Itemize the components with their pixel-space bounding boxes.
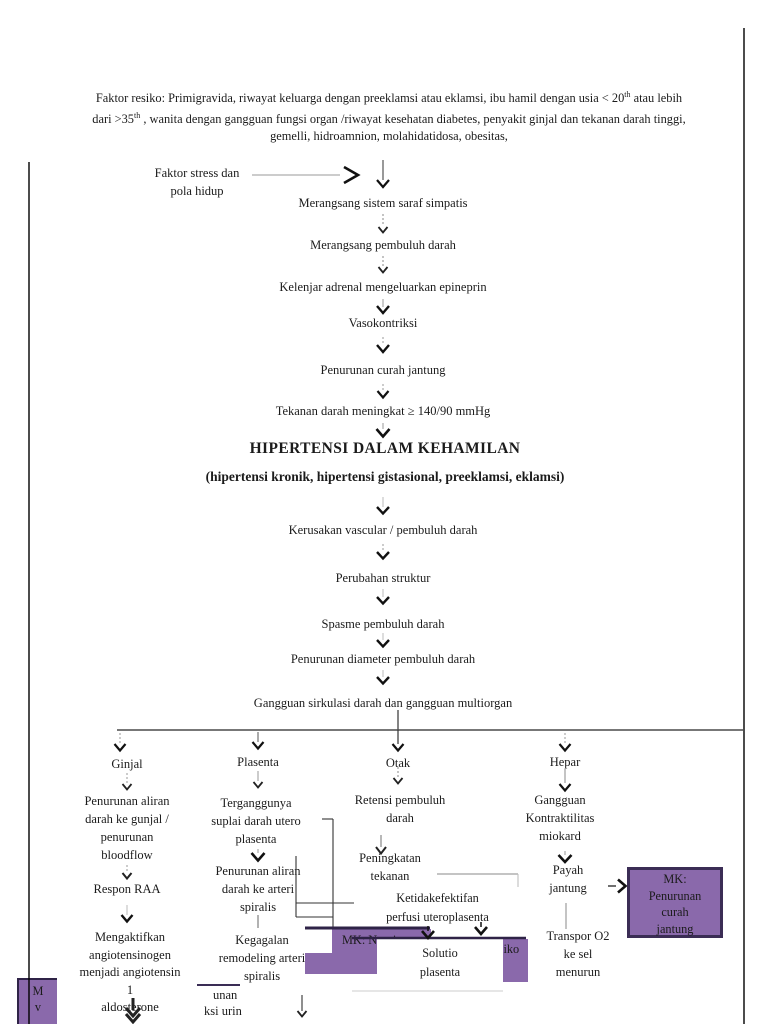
flow-step-merangsang-pembuluh: Merangsang pembuluh darah — [310, 238, 456, 252]
flow-step-tekanan-darah: Tekanan darah meningkat ≥ 140/90 mmHg — [275, 404, 491, 418]
right-arrow-to-mk-box-icon — [617, 878, 628, 894]
text-fragment-ksi-urin: ksi urin — [204, 1004, 242, 1018]
ginjal-node-penurunan-aliran: Penurunan aliran darah ke gunjal / penur… — [84, 794, 170, 862]
superscript-th-1: th — [624, 90, 631, 99]
risk-paragraph-part1: Faktor resiko: Primigravida, riwayat kel… — [95, 91, 625, 106]
ginjal-node-mengaktifkan: Mengaktifkan angiotensinogen menjadi ang… — [79, 930, 181, 1015]
plasenta-node-kegagalan: Kegagalan remodeling arteri spiralis — [218, 933, 306, 983]
flow-step-penurunan-diameter: Penurunan diameter pembuluh darah — [290, 652, 476, 666]
hepar-node-transpor-o2: Transpor O2 ke sel menurun — [546, 929, 610, 979]
clipped-purple-box: M v — [17, 978, 57, 1024]
solutio-plasenta-box-label: Solutio plasenta — [419, 946, 461, 979]
text-fragment-unan: unan — [213, 988, 238, 1002]
faktor-stress-node: Faktor stress dan pola hidup — [154, 166, 240, 198]
ketidakefektifan-box-label: Ketidakefektifan perfusi uteroplasenta — [386, 891, 489, 924]
down-arrow-icon — [376, 179, 390, 189]
otak-node-retensi: Retensi pembuluh darah — [354, 793, 446, 825]
flow-step-perubahan-struktur: Perubahan struktur — [335, 571, 431, 585]
hepar-node-payah-jantung: Payah jantung — [549, 863, 587, 895]
right-arrow-icon — [343, 165, 361, 185]
clipped-purple-box-label: M v — [32, 984, 44, 1014]
flow-step-gangguan-sirkulasi: Gangguan sirkulasi darah dan gangguan mu… — [253, 696, 513, 710]
flow-step-spasme: Spasme pembuluh darah — [321, 617, 445, 631]
ginjal-node-respon-raa: Respon RAA — [93, 882, 161, 896]
branch-label-otak: Otak — [385, 756, 411, 770]
flow-step-vasokontriksi: Vasokontriksi — [348, 316, 418, 330]
diagnosis-subtitle: (hipertensi kronik, hipertensi gistasion… — [205, 469, 565, 484]
solutio-plasenta-box: Solutio plasenta — [377, 939, 503, 991]
hepar-node-gangguan-kontraktilitas: Gangguan Kontraktilitas miokard — [525, 793, 595, 843]
mk-penurunan-curah-jantung-box: MK: Penurunan curah jantung — [627, 867, 723, 938]
flow-step-kerusakan-vascular: Kerusakan vascular / pembuluh darah — [288, 523, 478, 537]
risk-paragraph-part2: atau lebih dari >35 — [92, 91, 683, 127]
ketidakefektifan-box: Ketidakefektifan perfusi uteroplasenta — [352, 886, 523, 931]
diagnosis-title: HIPERTENSI DALAM KEHAMILAN — [249, 440, 521, 457]
plasenta-node-terganggunya: Terganggunya suplai darah utero plasenta — [211, 796, 301, 846]
flow-step-penurunan-curah: Penurunan curah jantung — [320, 363, 446, 377]
mk-penurunan-curah-jantung-label: MK: Penurunan curah jantung — [648, 872, 702, 936]
branch-label-ginjal: Ginjal — [111, 757, 143, 771]
risk-paragraph-part3: , wanita dengan gangguan fungsi organ /r… — [140, 112, 686, 144]
risk-factors-paragraph: Faktor resiko: Primigravida, riwayat kel… — [89, 86, 689, 145]
flow-step-kelenjar-adrenal: Kelenjar adrenal mengeluarkan epineprin — [279, 280, 487, 294]
branch-label-plasenta: Plasenta — [237, 755, 279, 769]
flow-step-merangsang-saraf: Merangsang sistem saraf simpatis — [298, 196, 468, 210]
mk-nyeri-box-shadow — [305, 953, 391, 974]
plasenta-node-penurunan-aliran: Penurunan aliran darah ke arteri spirali… — [215, 864, 301, 914]
superscript-th-2: th — [134, 111, 141, 121]
branch-label-hepar: Hepar — [549, 755, 581, 769]
